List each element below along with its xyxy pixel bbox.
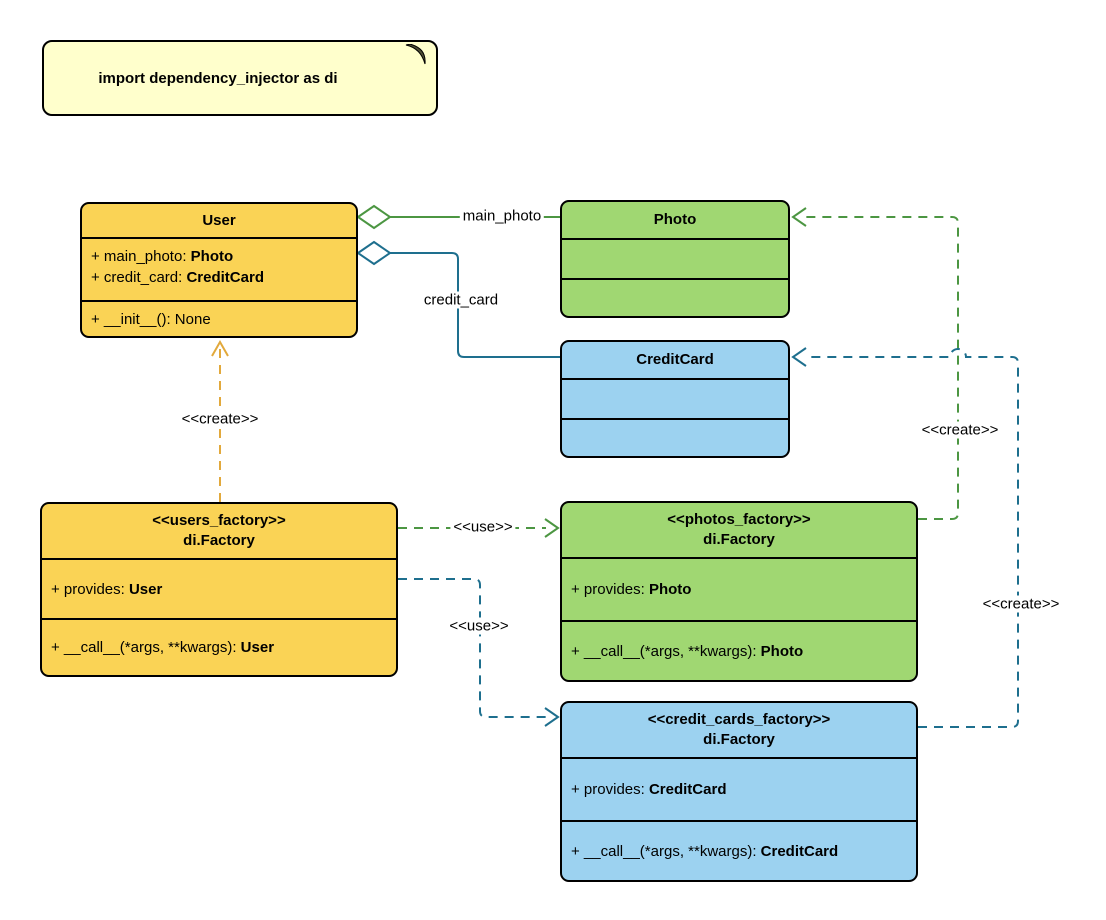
edge-label-main-photo: main_photo <box>459 207 545 225</box>
method-row: + __call__(*args, **kwargs): User <box>51 639 274 656</box>
member-text: + __call__(*args, **kwargs): <box>571 642 761 660</box>
method-row: + __call__(*args, **kwargs): CreditCard <box>571 843 838 860</box>
class-users-factory-methods: + __call__(*args, **kwargs): User <box>42 618 396 675</box>
member-type: User <box>128 580 163 598</box>
class-photo-title: Photo <box>562 202 788 238</box>
member-type: Photo <box>648 581 692 598</box>
member-type: Photo <box>760 642 804 660</box>
aggregation-diamond-photo-icon <box>356 204 392 230</box>
class-user-methods: + __init__(): None <box>82 300 356 336</box>
class-user: User + main_photo: Photo + credit_card: … <box>80 202 358 338</box>
class-credit-cards-factory: <<credit_cards_factory>> di.Factory + pr… <box>560 701 918 882</box>
attribute-row: + provides: User <box>51 581 162 598</box>
class-title-text: di.Factory <box>183 532 255 549</box>
class-users-factory-attributes: + provides: User <box>42 558 396 618</box>
member-text: + __call__(*args, **kwargs): <box>51 639 241 656</box>
member-type: Photo <box>190 248 234 265</box>
member-text: + provides: <box>51 580 129 598</box>
arrowhead-create-user-icon <box>211 339 229 357</box>
class-title-text: Photo <box>653 211 697 228</box>
class-credit-card-attributes <box>562 378 788 418</box>
edge-label-create-credit-card: <<create>> <box>979 595 1063 613</box>
class-credit-cards-factory-methods: + __call__(*args, **kwargs): CreditCard <box>562 820 916 880</box>
edge-label-use-credit-cards: <<use>> <box>446 617 512 635</box>
attribute-row: + main_photo: Photo <box>91 246 350 267</box>
edge-label-create-photo: <<create>> <box>918 421 1002 439</box>
edge-label-use-photos: <<use>> <box>450 518 516 536</box>
class-photos-factory-title: <<photos_factory>> di.Factory <box>562 503 916 557</box>
edge-label-create-user: <<create>> <box>178 410 262 428</box>
class-users-factory-title: <<users_factory>> di.Factory <box>42 504 396 558</box>
stereotype-text: <<credit_cards_factory>> <box>647 711 831 728</box>
arrowhead-use-photos-icon <box>544 518 560 538</box>
note: import dependency_injector as di <box>42 40 438 116</box>
class-credit-cards-factory-attributes: + provides: CreditCard <box>562 757 916 820</box>
class-users-factory: <<users_factory>> di.Factory + provides:… <box>40 502 398 677</box>
class-title-text: di.Factory <box>703 531 775 548</box>
class-credit-card-title: CreditCard <box>562 342 788 378</box>
stereotype-text: <<photos_factory>> <box>667 511 811 528</box>
arrowhead-create-photo-icon <box>791 207 807 227</box>
aggregation-diamond-credit-card-icon <box>356 240 392 266</box>
class-photo-attributes <box>562 238 788 278</box>
method-row: + __call__(*args, **kwargs): Photo <box>571 643 803 660</box>
attribute-row: + provides: CreditCard <box>571 781 726 798</box>
member-type: None <box>174 310 211 328</box>
class-title-text: CreditCard <box>636 351 714 368</box>
class-credit-card-methods <box>562 418 788 456</box>
member-text: + credit_card: <box>91 269 187 286</box>
class-user-title: User <box>82 204 356 237</box>
note-fold-icon <box>405 44 426 65</box>
class-photo: Photo <box>560 200 790 318</box>
member-type: CreditCard <box>186 269 264 286</box>
edge-label-credit-card: credit_card <box>420 291 502 309</box>
edge-create-photo-line <box>806 216 959 520</box>
attribute-row: + credit_card: CreditCard <box>91 267 350 288</box>
attribute-row: + provides: Photo <box>571 581 691 598</box>
member-type: User <box>240 639 275 656</box>
class-credit-card: CreditCard <box>560 340 790 458</box>
class-credit-cards-factory-title: <<credit_cards_factory>> di.Factory <box>562 703 916 757</box>
class-title-text: di.Factory <box>703 731 775 748</box>
note-text: import dependency_injector as di <box>98 69 338 87</box>
member-type: CreditCard <box>760 842 839 860</box>
class-photos-factory-methods: + __call__(*args, **kwargs): Photo <box>562 620 916 680</box>
class-photos-factory-attributes: + provides: Photo <box>562 557 916 620</box>
member-text: + __init__(): <box>91 310 175 328</box>
class-user-attributes: + main_photo: Photo + credit_card: Credi… <box>82 237 356 300</box>
class-title-text: User <box>202 211 236 229</box>
arrowhead-create-credit-card-icon <box>791 347 807 367</box>
member-text: + main_photo: <box>91 248 191 265</box>
class-photos-factory: <<photos_factory>> di.Factory + provides… <box>560 501 918 682</box>
member-text: + provides: <box>571 581 649 598</box>
method-row: + __init__(): None <box>91 311 211 328</box>
member-type: CreditCard <box>648 781 727 798</box>
member-text: + provides: <box>571 781 649 798</box>
member-text: + __call__(*args, **kwargs): <box>571 842 761 860</box>
edge-use-credit-cards-line <box>398 578 546 718</box>
stereotype-text: <<users_factory>> <box>152 512 286 529</box>
arrowhead-use-credit-cards-icon <box>544 707 560 727</box>
class-photo-methods <box>562 278 788 316</box>
